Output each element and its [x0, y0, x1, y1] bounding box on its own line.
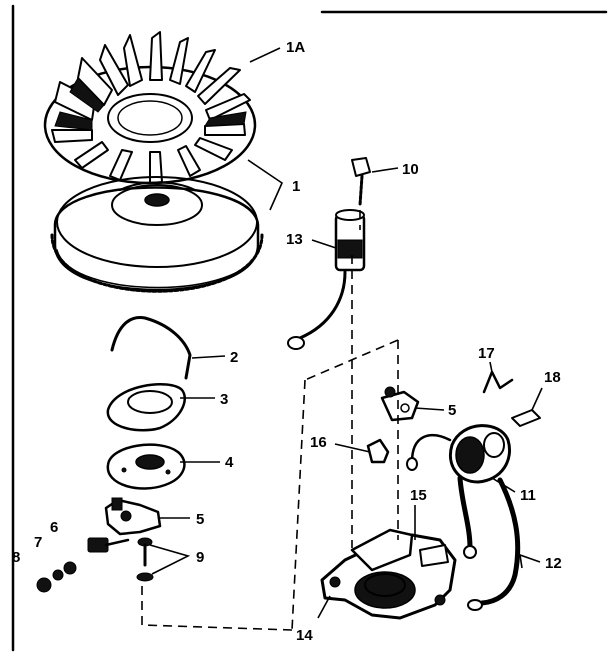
- assembly-dash-lines: [141, 210, 399, 631]
- callout-14: 14: [296, 627, 313, 644]
- callout-18: 18: [544, 369, 561, 386]
- small-hardware-6-7-8: [36, 537, 130, 593]
- wire-17: [482, 370, 514, 394]
- spring-wire-2: [110, 315, 192, 380]
- callout-1A: 1A: [286, 39, 305, 56]
- callout-9: 9: [196, 549, 204, 566]
- flywheel-1: [50, 176, 264, 293]
- callout-8: 8: [12, 549, 20, 566]
- callout-1: 1: [292, 178, 300, 195]
- arm-5-lower: [104, 497, 162, 536]
- callout-6: 6: [50, 519, 58, 536]
- callout-11: 11: [520, 487, 536, 504]
- callout-2: 2: [230, 349, 238, 366]
- callout-5-lower: 5: [196, 511, 204, 528]
- frame-lines: [11, 4, 608, 652]
- callout-7: 7: [34, 534, 42, 551]
- screw-9: [136, 537, 154, 582]
- leader-lines: [149, 47, 543, 619]
- callout-17: 17: [478, 345, 495, 362]
- plate-18: [511, 409, 541, 427]
- callout-16: 16: [310, 434, 327, 451]
- gasket-3: [106, 383, 186, 432]
- leads-12: [457, 475, 521, 611]
- callout-5-upper: 5: [448, 402, 456, 419]
- screw-10: [351, 157, 371, 207]
- callout-4: 4: [225, 454, 234, 471]
- callout-12: 12: [545, 555, 562, 572]
- callout-13: 13: [286, 231, 303, 248]
- clip-16: [366, 438, 390, 464]
- callout-15: 15: [410, 487, 427, 504]
- fan-1A: [43, 31, 257, 185]
- condenser-13: [287, 209, 366, 350]
- callout-10: 10: [402, 161, 419, 178]
- plate-4: [106, 443, 186, 490]
- callout-3: 3: [220, 391, 228, 408]
- arm-5-upper: [380, 386, 420, 422]
- coil-11: [406, 424, 511, 484]
- housing-14-15: [320, 528, 457, 620]
